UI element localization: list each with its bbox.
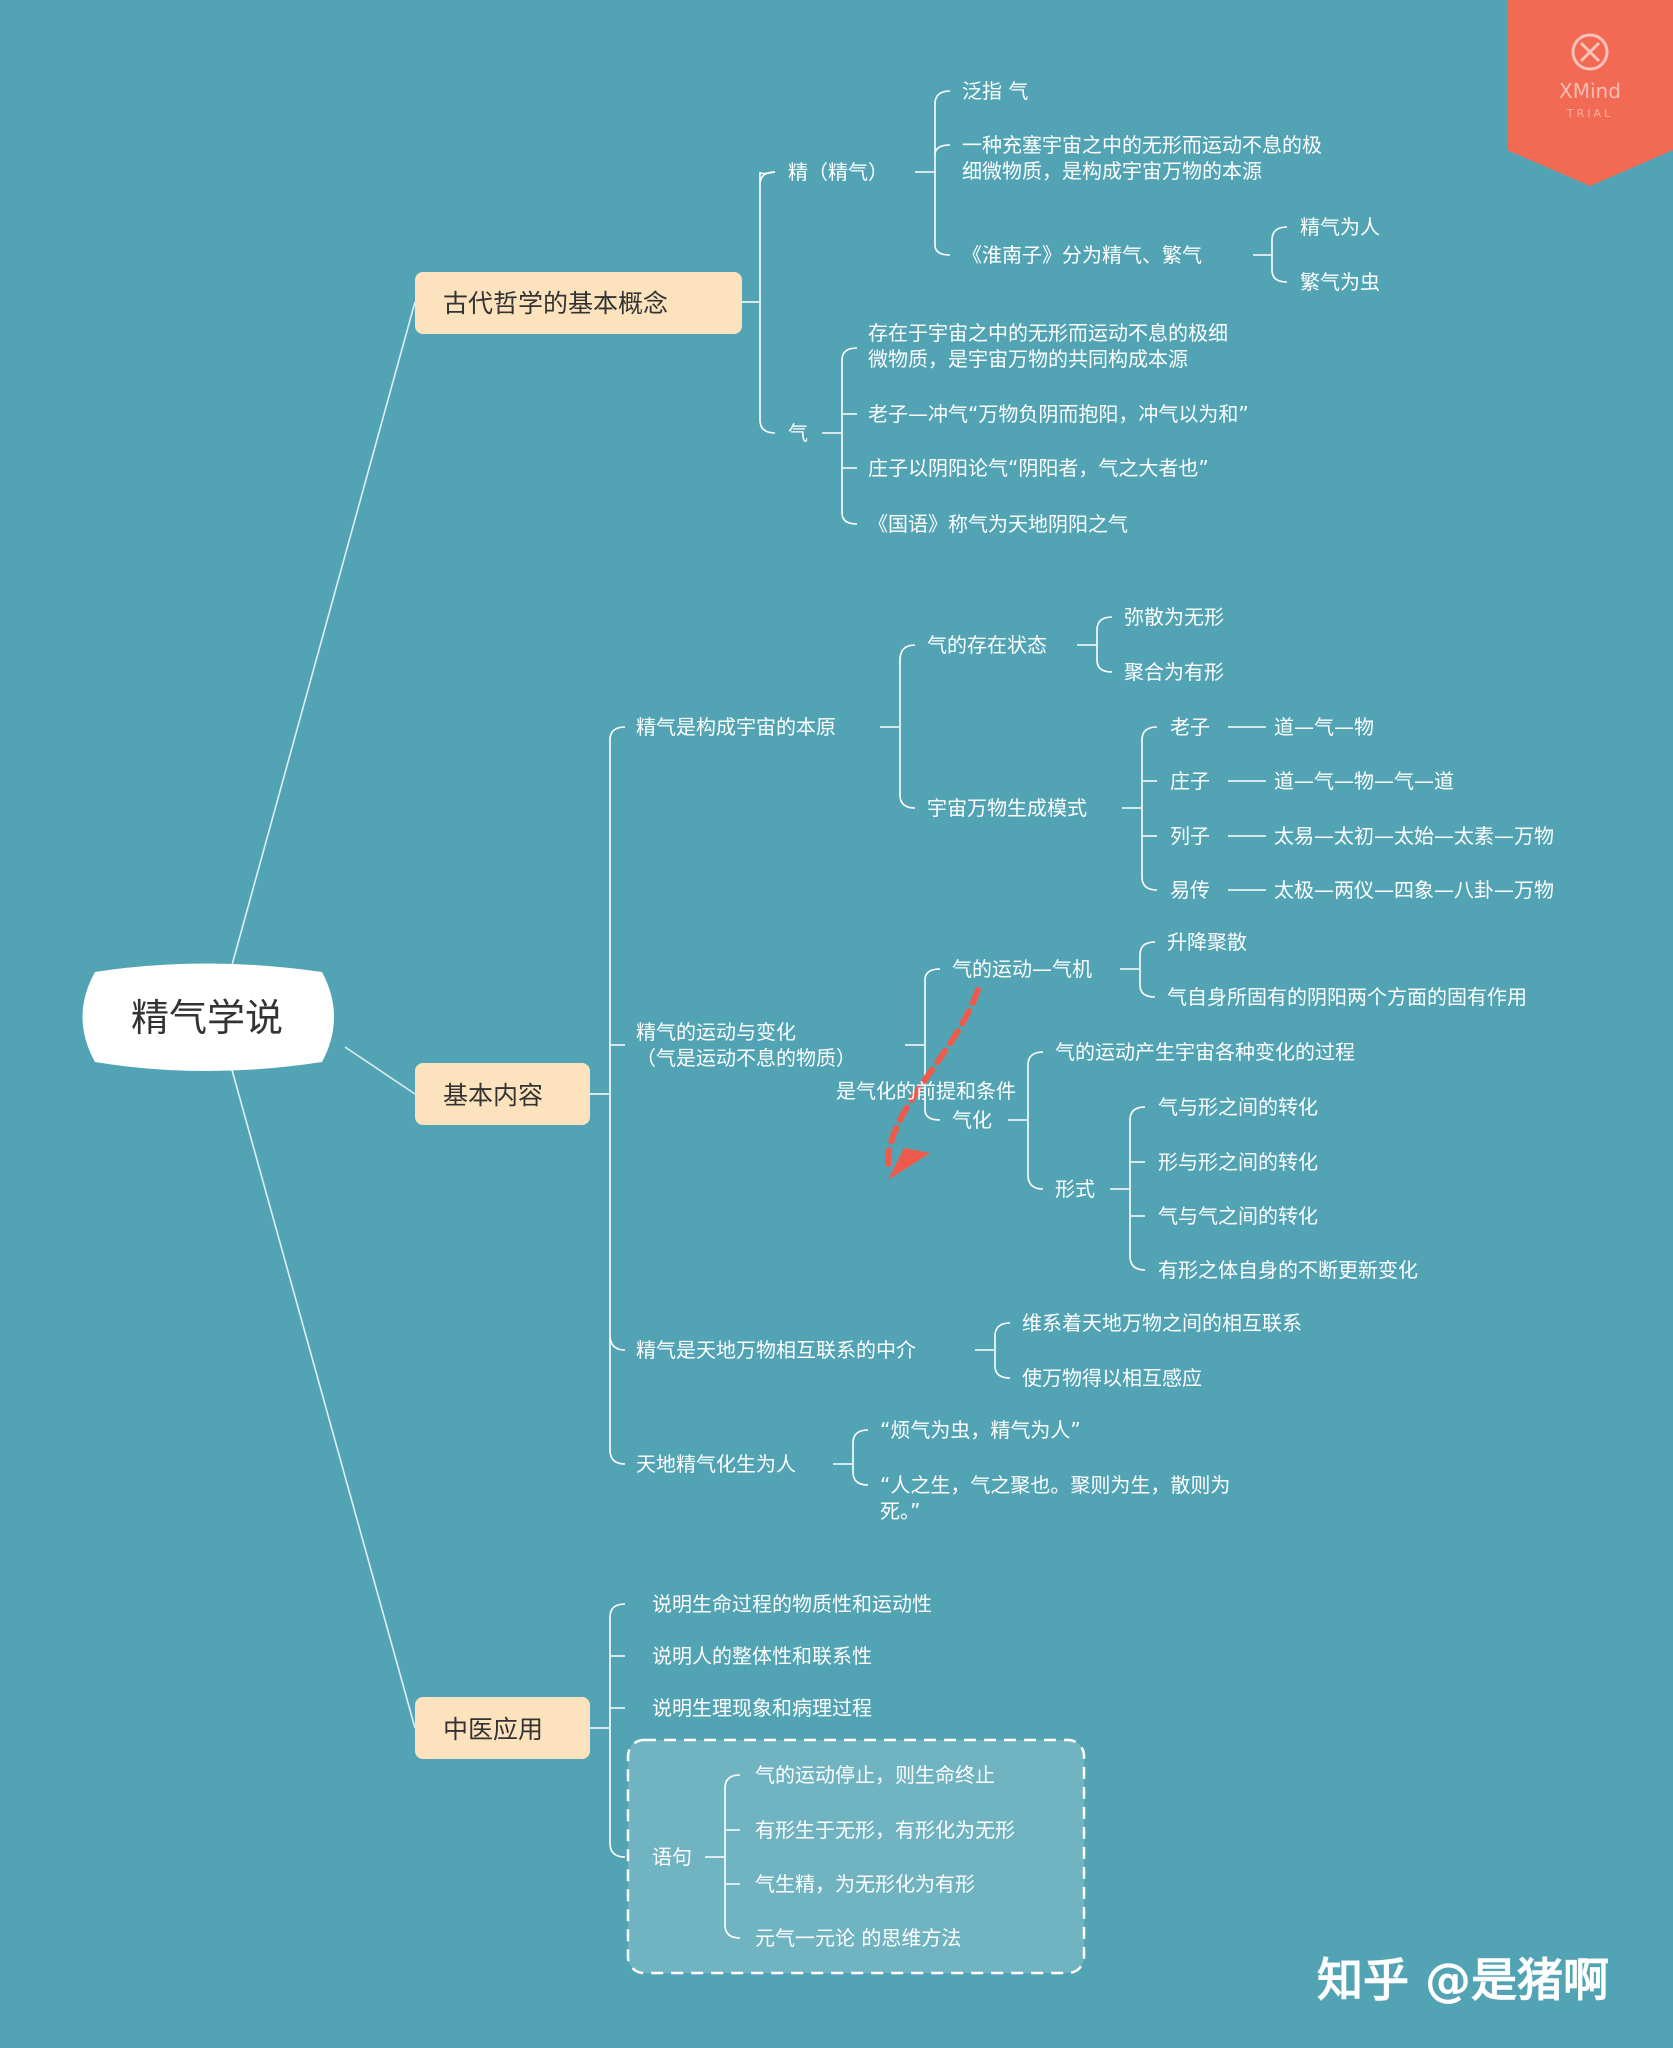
form-item-1[interactable]: 气与形之间的转化 <box>1158 1095 1318 1119</box>
sentence-item-1[interactable]: 气的运动停止，则生命终止 <box>755 1763 995 1787</box>
medium-item-2[interactable]: 使万物得以相互感应 <box>1022 1366 1202 1390</box>
human-item-2[interactable]: “人之生，气之聚也。聚则为生，散则为 <box>880 1473 1230 1497</box>
topic-sentences[interactable]: 语句 <box>652 1845 692 1869</box>
mode-chain-zhuangzi[interactable]: 道—气—物—气—道 <box>1274 769 1454 793</box>
mode-name-laozi[interactable]: 老子 <box>1170 715 1210 739</box>
topic-qi[interactable]: 气 <box>788 421 808 445</box>
connector-tcm <box>231 1069 416 1729</box>
mode-chain-yizhuan[interactable]: 太极—两仪—四象—八卦—万物 <box>1274 878 1554 902</box>
topic-mode[interactable]: 宇宙万物生成模式 <box>927 796 1087 820</box>
qiji-item-2[interactable]: 气自身所固有的阴阳两个方面的固有作用 <box>1167 985 1527 1009</box>
connector-basic <box>344 1046 416 1095</box>
sentence-item-3[interactable]: 气生精，为无形化为有形 <box>755 1872 975 1896</box>
root-connectors <box>231 301 416 1729</box>
root-shape <box>82 963 334 1071</box>
qi-item-4[interactable]: 《国语》称气为天地阴阳之气 <box>868 512 1128 536</box>
human-item-1[interactable]: “烦气为虫，精气为人” <box>880 1418 1081 1442</box>
jing-item-2[interactable]: 一种充塞宇宙之中的无形而运动不息的极 <box>962 133 1322 157</box>
human-item-2b: 死。” <box>880 1499 920 1523</box>
topic-form[interactable]: 形式 <box>1055 1177 1095 1201</box>
jing-item-2b: 细微物质，是构成宇宙万物的本源 <box>962 159 1262 183</box>
branch-tcm-label: 中医应用 <box>443 1715 543 1744</box>
branch-tcm-box <box>415 1697 590 1759</box>
topic-jing[interactable]: 精（精气） <box>788 160 888 184</box>
branch-ancient-box <box>415 272 742 334</box>
huainan-item-1[interactable]: 精气为人 <box>1300 215 1380 239</box>
form-item-2[interactable]: 形与形之间的转化 <box>1158 1150 1318 1174</box>
topic-state[interactable]: 气的存在状态 <box>927 633 1047 657</box>
jing-item-3[interactable]: 《淮南子》分为精气、繁气 <box>962 243 1202 267</box>
badge-ribbon <box>1507 0 1673 186</box>
mode-name-liezi[interactable]: 列子 <box>1170 824 1210 848</box>
state-item-1[interactable]: 弥散为无形 <box>1124 605 1224 629</box>
branch-basic-label: 基本内容 <box>443 1081 543 1110</box>
badge-brand: XMind <box>1559 79 1621 103</box>
mode-chain-liezi[interactable]: 太易—太初—太始—太素—万物 <box>1274 824 1554 848</box>
sentences-highlight-box <box>626 1738 1086 1975</box>
form-item-4[interactable]: 有形之体自身的不断更新变化 <box>1158 1258 1418 1282</box>
topic-origin[interactable]: 精气是构成宇宙的本原 <box>636 715 836 739</box>
qihua-process[interactable]: 气的运动产生宇宙各种变化的过程 <box>1055 1040 1355 1064</box>
tcm-item-2[interactable]: 说明人的整体性和联系性 <box>652 1644 872 1668</box>
branch-basic-box <box>415 1063 590 1125</box>
topic-qihua[interactable]: 气化 <box>952 1108 992 1132</box>
jing-item-1[interactable]: 泛指 气 <box>962 79 1028 103</box>
mode-name-zhuangzi[interactable]: 庄子 <box>1170 769 1210 793</box>
mode-name-yizhuan[interactable]: 易传 <box>1170 878 1210 902</box>
topic-qiji[interactable]: 气的运动—气机 <box>952 957 1092 981</box>
topic-medium[interactable]: 精气是天地万物相互联系的中介 <box>636 1338 916 1362</box>
badge-sub: TRIAL <box>1566 107 1613 120</box>
branch-tcm[interactable]: 中医应用 <box>415 1697 590 1759</box>
tcm-item-1[interactable]: 说明生命过程的物质性和运动性 <box>652 1592 932 1616</box>
connector-ancient <box>231 301 416 966</box>
arrow-head-icon <box>888 1148 930 1180</box>
topic-motion-sub: （气是运动不息的物质） <box>636 1046 856 1070</box>
annotation-arrow <box>885 987 981 1180</box>
huainan-item-2[interactable]: 繁气为虫 <box>1300 270 1380 294</box>
root-label: 精气学说 <box>131 996 283 1040</box>
sentence-item-4[interactable]: 元气一元论 的思维方法 <box>755 1926 961 1950</box>
qi-item-1b: 微物质，是宇宙万物的共同构成本源 <box>868 347 1188 371</box>
topic-human[interactable]: 天地精气化生为人 <box>636 1452 796 1476</box>
topic-motion[interactable]: 精气的运动与变化 <box>636 1020 796 1044</box>
watermark: 知乎 @是猪啊 <box>1317 1953 1609 2007</box>
qi-item-2[interactable]: 老子—冲气“万物负阴而抱阳，冲气以为和” <box>868 402 1249 426</box>
state-item-2[interactable]: 聚合为有形 <box>1124 660 1224 684</box>
medium-item-1[interactable]: 维系着天地万物之间的相互联系 <box>1022 1311 1302 1335</box>
qi-item-1[interactable]: 存在于宇宙之中的无形而运动不息的极细 <box>868 321 1228 345</box>
branch-ancient[interactable]: 古代哲学的基本概念 <box>415 272 742 334</box>
xmind-icon <box>1571 33 1609 71</box>
qi-item-3[interactable]: 庄子以阴阳论气“阴阳者，气之大者也” <box>868 456 1209 480</box>
branch-ancient-label: 古代哲学的基本概念 <box>443 289 668 318</box>
branch-basic[interactable]: 基本内容 <box>415 1063 590 1125</box>
annotation-note: 是气化的前提和条件 <box>836 1079 1016 1103</box>
form-item-3[interactable]: 气与气之间的转化 <box>1158 1204 1318 1228</box>
xmind-icon-cross <box>1579 41 1601 63</box>
root-node[interactable]: 精气学说 <box>82 963 335 1072</box>
sentence-item-2[interactable]: 有形生于无形，有形化为无形 <box>755 1818 1015 1842</box>
qiji-item-1[interactable]: 升降聚散 <box>1167 930 1247 954</box>
trial-badge: XMind TRIAL <box>1507 0 1673 186</box>
mode-chain-laozi[interactable]: 道—气—物 <box>1274 715 1374 739</box>
dashed-arrow-line <box>885 987 981 1175</box>
tcm-item-3[interactable]: 说明生理现象和病理过程 <box>652 1696 872 1720</box>
tree-connectors <box>590 90 1288 1939</box>
